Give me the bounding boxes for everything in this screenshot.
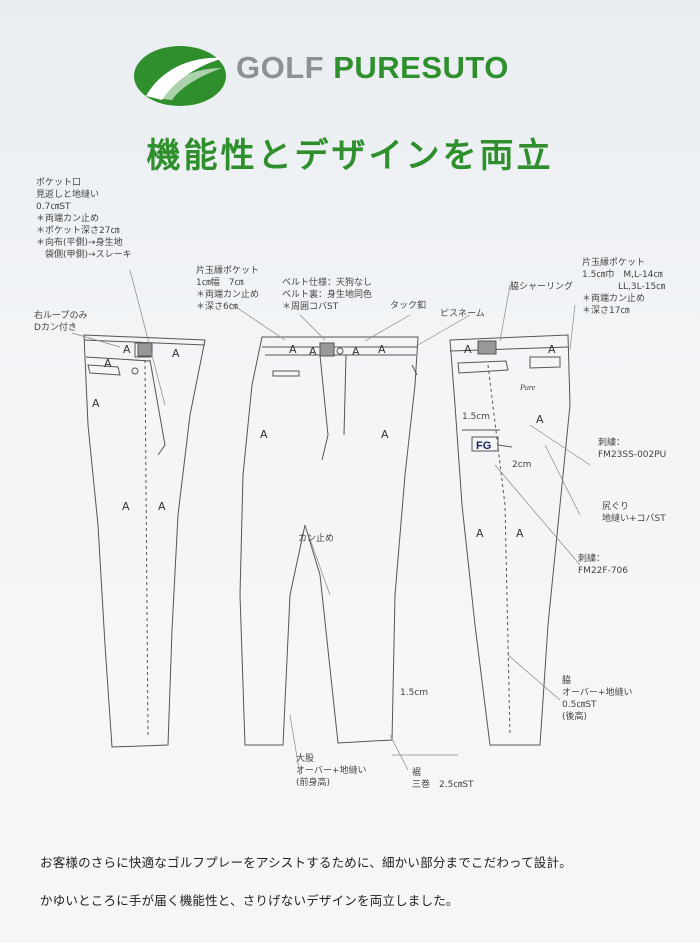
seat-curve-note: 尻ぐり 地縫い+コバST: [602, 502, 666, 524]
belt-spec-note: ベルト仕様：天狗なし ベルト裏：身生地同色 ＊周囲コバST: [282, 278, 373, 312]
welt-pocket-back-note: 片玉縁ポケット 1.5㎝巾 M,L-14㎝ LL,3L-15㎝ ＊両端カン止め …: [582, 258, 666, 316]
tack-button-note: タック釦: [390, 301, 427, 311]
mark-a: A: [172, 347, 180, 360]
inseam-note: 大股 オーバー+地縫い (前身高): [296, 754, 367, 788]
mark-a: A: [104, 357, 112, 370]
dimension-1-5cm: 1.5cm: [462, 412, 491, 422]
script-embroidery-mark: Pure: [519, 383, 536, 392]
pants-technical-drawing: FG Pure ポケット口 見返しと地縫い 0.7㎝ST ＊両端カン止め ＊ポケ…: [0, 175, 700, 815]
right-loop-note: 右ループのみ Dカン付き: [34, 311, 88, 333]
mark-a: A: [516, 527, 524, 540]
front-pants-outline: [239, 336, 419, 746]
pisname-note: ピスネーム: [440, 309, 485, 319]
brand-logo: GOLF PURESUTO: [132, 38, 572, 110]
mark-a: A: [381, 428, 389, 441]
side-shirring-note: 脇シャーリング: [510, 282, 574, 292]
brand-golf-text: GOLF: [236, 50, 325, 85]
mark-a: A: [158, 500, 166, 513]
mark-a: A: [309, 345, 317, 358]
brand-name-text: PURESUTO: [333, 50, 509, 85]
mark-a: A: [536, 413, 544, 426]
mark-a: A: [122, 500, 130, 513]
mark-a: A: [476, 527, 484, 540]
pants-sketch: FG Pure: [71, 269, 591, 776]
fg-embroidery-label: FG: [476, 440, 491, 452]
side-seam-note: 脇 オーバー+地縫い 0.5㎝ST (後高): [562, 676, 633, 722]
mark-a: A: [123, 343, 131, 356]
page-headline: 機能性とデザインを両立: [146, 136, 554, 176]
hem-note: 裾 三巻 2.5㎝ST: [412, 768, 474, 790]
bartack-note: カン止め: [298, 534, 335, 544]
mark-a: A: [260, 428, 268, 441]
mark-a: A: [352, 345, 360, 358]
mark-a: A: [378, 343, 386, 356]
welt-pocket-front-note: 片玉縁ポケット 1㎝幅 7㎝ ＊両端カン止め ＊深さ6㎝: [196, 266, 260, 312]
mark-a: A: [92, 397, 100, 410]
dimension-2cm: 2cm: [512, 460, 532, 470]
embroidery-2-note: 刺繍： FM22F-706: [578, 554, 628, 576]
brand-wordmark: GOLF PURESUTO: [236, 50, 509, 86]
left-pants-outline: [83, 334, 206, 748]
pocket-mouth-note: ポケット口 見返しと地縫い 0.7㎝ST ＊両端カン止め ＊ポケット深さ27㎝ …: [36, 178, 132, 260]
description-line-1: お客様のさらに快適なゴルフプレーをアシストするために、細かい部分までこだわって設…: [40, 855, 572, 870]
embroidery-1-note: 刺繍： FM23SS-002PU: [598, 438, 667, 460]
mark-a: A: [548, 343, 556, 356]
mark-a: A: [464, 343, 472, 356]
golf-swoosh-icon: [134, 46, 226, 106]
description-line-2: かゆいところに手が届く機能性と、さりげないデザインを両立しました。: [40, 893, 459, 908]
back-pants-outline: [449, 334, 571, 746]
mark-a: A: [289, 343, 297, 356]
hem-dimension-note: 1.5cm: [400, 688, 429, 698]
